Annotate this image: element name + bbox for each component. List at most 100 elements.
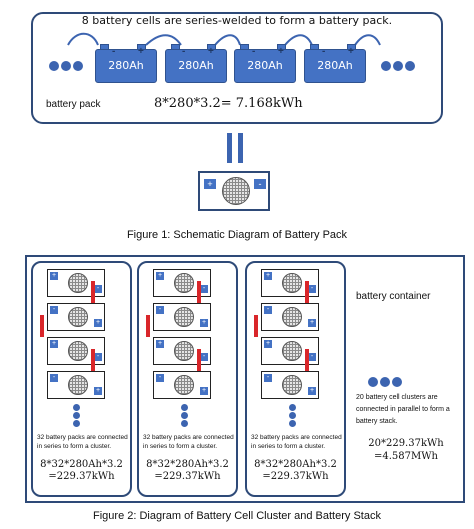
connector-arrow-bar — [227, 133, 232, 163]
pack-label: battery pack — [46, 99, 101, 110]
series-link — [91, 349, 95, 371]
battery-cluster: +- -+ +- -+ 32 battery packs are connect… — [137, 261, 238, 497]
cluster-formula-line2: =229.37kWh — [48, 471, 115, 482]
pack-plus-terminal: + — [200, 319, 208, 327]
pack-minus-terminal: - — [94, 285, 102, 293]
pack-fan-icon — [282, 375, 302, 395]
stack-formula-line1: 20*229.37kWh — [368, 438, 444, 449]
battery-container-frame — [25, 255, 465, 503]
series-weld-note: 8 battery cells are series-welded to for… — [81, 14, 393, 27]
cluster-formula-line2: =229.37kWh — [262, 471, 329, 482]
cell-terminal — [310, 44, 319, 50]
battery-pack-unit: -+ — [261, 371, 319, 399]
cell-plus-sign: + — [138, 46, 144, 57]
battery-pack-unit: +- — [153, 269, 211, 297]
cluster-formula-line2: =229.37kWh — [154, 471, 221, 482]
series-link — [40, 315, 44, 337]
pack-plus-terminal: + — [156, 272, 164, 280]
series-link — [305, 281, 309, 303]
pack-minus-terminal: - — [50, 374, 58, 382]
battery-cell: 280Ah — [165, 49, 227, 83]
series-link — [254, 315, 258, 337]
pack-fan-icon — [174, 341, 194, 361]
ellipsis-dot — [181, 404, 188, 411]
cluster-description: 32 battery packs are connected in series… — [143, 434, 234, 450]
pack-minus-terminal: - — [156, 306, 164, 314]
pack-fan-icon — [174, 273, 194, 293]
cell-minus-sign: - — [182, 46, 186, 57]
series-link — [146, 315, 150, 337]
pack-minus-terminal: - — [156, 374, 164, 382]
pack-plus-terminal: + — [264, 340, 272, 348]
battery-container-label: battery container — [356, 291, 431, 302]
pack-fan-icon — [68, 307, 88, 327]
pack-plus-terminal: + — [50, 272, 58, 280]
ellipsis-dot — [381, 61, 391, 71]
pack-fan-icon — [68, 273, 88, 293]
battery-pack-unit: -+ — [153, 371, 211, 399]
battery-pack-unit: -+ — [153, 303, 211, 331]
series-link — [197, 281, 201, 303]
connector-arrow-bar — [238, 133, 243, 163]
cell-connector-wires — [67, 32, 381, 46]
cell-terminal — [100, 44, 109, 50]
ellipsis-dot — [73, 420, 80, 427]
stack-formula-line2: =4.587MWh — [374, 451, 438, 462]
pack-fan-icon — [174, 375, 194, 395]
pack-plus-terminal: + — [50, 340, 58, 348]
pack-minus-terminal: - — [200, 353, 208, 361]
series-link — [305, 349, 309, 371]
pack-plus-terminal: + — [200, 387, 208, 395]
pack-fan-icon — [174, 307, 194, 327]
battery-pack-unit: -+ — [47, 303, 105, 331]
cell-terminal — [171, 44, 180, 50]
pack-plus-terminal: + — [308, 387, 316, 395]
battery-pack-unit: -+ — [261, 303, 319, 331]
pack-fan-icon — [68, 341, 88, 361]
pack-minus-terminal: - — [264, 306, 272, 314]
figure2-caption: Figure 2: Diagram of Battery Cell Cluste… — [93, 510, 381, 522]
pack-minus-terminal: - — [264, 374, 272, 382]
ellipsis-dot — [61, 61, 71, 71]
pack-plus-terminal: + — [264, 272, 272, 280]
cluster-description: 32 battery packs are connected in series… — [251, 434, 342, 450]
pack-plus-terminal: + — [204, 179, 216, 189]
ellipsis-dot — [181, 420, 188, 427]
cell-plus-sign: + — [208, 46, 214, 57]
pack-plus-terminal: + — [308, 319, 316, 327]
pack-energy-formula: 8*280*3.2= 7.168kWh — [154, 96, 303, 111]
cell-minus-sign: - — [112, 46, 116, 57]
cell-plus-sign: + — [348, 46, 354, 57]
battery-cluster: +- -+ +- -+ 32 battery packs are connect… — [245, 261, 346, 497]
ellipsis-dot — [73, 404, 80, 411]
pack-minus-terminal: - — [94, 353, 102, 361]
ellipsis-dot — [392, 377, 402, 387]
battery-pack-unit: +- — [261, 269, 319, 297]
battery-pack-icon: + - — [198, 171, 270, 211]
cluster-formula-line1: 8*32*280Ah*3.2 — [254, 459, 337, 470]
cell-plus-sign: + — [278, 46, 284, 57]
pack-fan-icon — [282, 341, 302, 361]
stack-description: 20 battery cell clusters are connected i… — [356, 394, 450, 425]
pack-minus-terminal: - — [200, 285, 208, 293]
pack-plus-terminal: + — [94, 319, 102, 327]
cell-terminal — [277, 44, 286, 50]
pack-minus-terminal: - — [308, 353, 316, 361]
cell-minus-sign: - — [322, 46, 326, 57]
pack-minus-terminal: - — [254, 179, 266, 189]
cell-terminal — [240, 44, 249, 50]
ellipsis-dot — [405, 61, 415, 71]
pack-minus-terminal: - — [308, 285, 316, 293]
cell-terminal — [347, 44, 356, 50]
battery-pack-unit: +- — [47, 269, 105, 297]
ellipsis-dot — [380, 377, 390, 387]
ellipsis-dot — [49, 61, 59, 71]
cluster-formula-line1: 8*32*280Ah*3.2 — [40, 459, 123, 470]
pack-fan-icon — [282, 307, 302, 327]
cell-minus-sign: - — [252, 46, 256, 57]
battery-cluster: +- -+ +- -+ 32 battery packs are connect… — [31, 261, 132, 497]
battery-cell: 280Ah — [234, 49, 296, 83]
battery-cell: 280Ah — [304, 49, 366, 83]
ellipsis-dot — [289, 412, 296, 419]
cell-terminal — [137, 44, 146, 50]
